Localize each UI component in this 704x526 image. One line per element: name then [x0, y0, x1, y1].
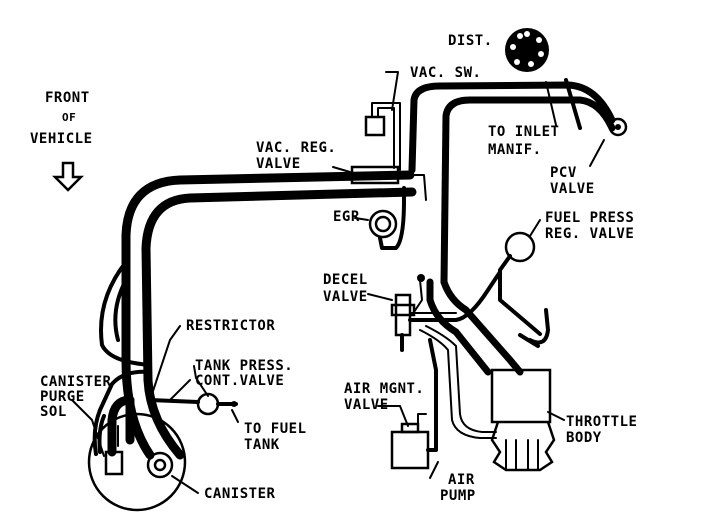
- distributor-icon: [505, 28, 549, 72]
- leader-lines: [71, 71, 605, 494]
- egr-label: EGR: [333, 209, 360, 225]
- labels: FRONT OF VEHICLE DIST. VAC. SW. TO INLET…: [30, 33, 637, 504]
- vac-switch: [364, 102, 401, 171]
- vehicle-label: VEHICLE: [30, 131, 93, 147]
- tank-cont-valve-label: CONT.VALVE: [195, 373, 284, 389]
- to-inlet-label: TO INLET: [488, 124, 559, 140]
- fuel-reg-valve-label: REG. VALVE: [545, 226, 634, 242]
- pump-label: PUMP: [440, 488, 476, 504]
- tank-press-label: TANK PRESS.: [195, 358, 293, 374]
- canister: [87, 369, 187, 512]
- egr-valve: [368, 186, 406, 250]
- air-label: AIR: [448, 472, 475, 488]
- fuel-press-label: FUEL PRESS: [545, 210, 634, 226]
- to-fuel-label: TO FUEL: [244, 421, 307, 437]
- air-mgnt-label: AIR MGNT.: [344, 381, 424, 397]
- throttle-label: THROTTLE: [566, 414, 637, 430]
- vac-sw-label: VAC. SW.: [410, 65, 481, 81]
- pcv-valve-label: VALVE: [550, 181, 595, 197]
- tank-press-cont-valve: [148, 379, 238, 416]
- sol-label: SOL: [40, 404, 67, 420]
- main-vacuum-hose: [99, 170, 417, 460]
- vac-reg-valve: [350, 165, 427, 201]
- manif-label: MANIF.: [488, 142, 542, 158]
- decel-label: DECEL: [323, 272, 368, 288]
- throttle-body-label: BODY: [566, 430, 602, 446]
- air-mgnt-valve: [390, 338, 438, 470]
- of-label: OF: [62, 111, 76, 124]
- canister-purge-label: CANISTER: [40, 374, 112, 390]
- tank-label: TANK: [244, 437, 280, 453]
- throttle-body: [490, 368, 556, 472]
- vac-reg-valve-label: VALVE: [256, 156, 301, 172]
- vac-reg-label: VAC. REG.: [256, 140, 336, 156]
- pcv-hose: [408, 78, 628, 286]
- purge-label: PURGE: [40, 389, 85, 405]
- air-mgnt-valve-label: VALVE: [344, 397, 389, 413]
- throttle-hoses: [419, 270, 550, 439]
- pcv-label: PCV: [550, 165, 577, 181]
- canister-label: CANISTER: [204, 486, 276, 502]
- restrictor-label: RESTRICTOR: [186, 318, 275, 334]
- down-arrow-icon: [51, 161, 85, 192]
- dist-label: DIST.: [448, 33, 493, 49]
- decel-valve-label: VALVE: [323, 289, 368, 305]
- fuel-press-reg-valve: [498, 231, 542, 336]
- front-label: FRONT: [45, 90, 90, 106]
